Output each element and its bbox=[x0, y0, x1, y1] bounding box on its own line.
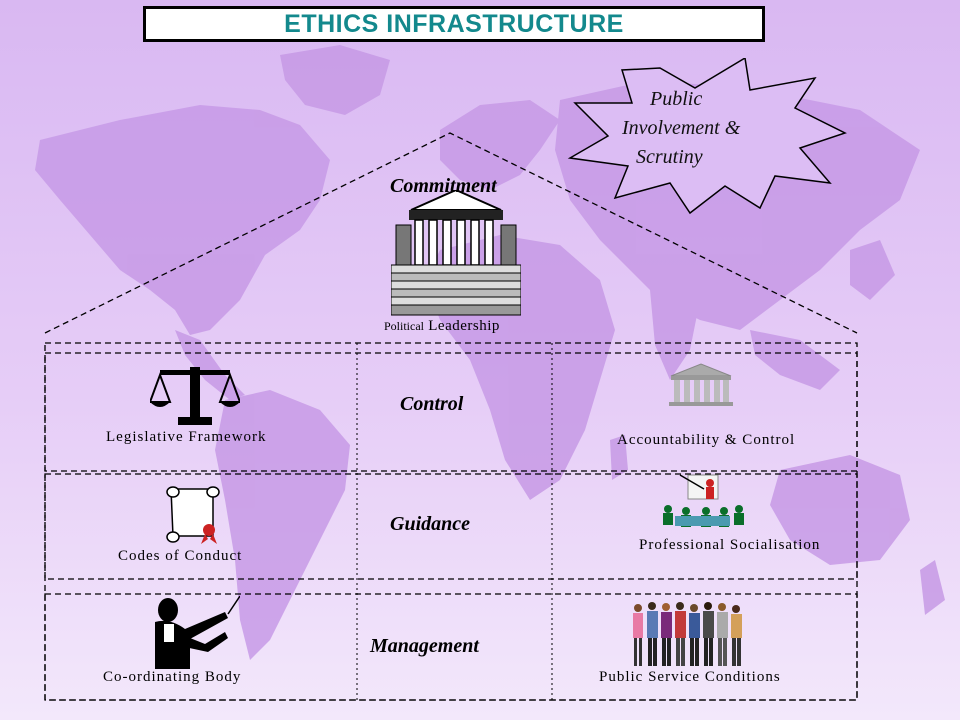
row-3-left-label: Co-ordinating Body bbox=[103, 669, 242, 685]
row-3-right-label: Public Service Conditions bbox=[599, 669, 781, 685]
row-1-right-label: Accountability & Control bbox=[617, 432, 796, 448]
slide-title: ETHICS INFRASTRUCTURE bbox=[284, 9, 624, 38]
category-management: Management bbox=[370, 635, 479, 657]
roof-label-prefix: Political bbox=[384, 319, 424, 333]
roof-label-main: Leadership bbox=[428, 318, 500, 334]
presenter-audience-icon bbox=[663, 474, 744, 527]
title-box: ETHICS INFRASTRUCTURE bbox=[143, 6, 765, 42]
scales-of-justice-icon bbox=[150, 367, 240, 425]
roof-label: Political Leadership bbox=[384, 318, 500, 335]
category-guidance: Guidance bbox=[390, 513, 470, 535]
burst-line-3: Scrutiny bbox=[636, 146, 703, 168]
row-2-box bbox=[44, 473, 858, 580]
roof-line bbox=[44, 132, 858, 334]
category-control: Control bbox=[400, 393, 464, 415]
category-commitment: Commitment bbox=[390, 175, 497, 197]
scroll-with-seal-icon bbox=[166, 486, 220, 544]
burst-shape bbox=[567, 58, 847, 215]
burst-line-2: Involvement & bbox=[622, 117, 741, 139]
columned-building-icon bbox=[669, 363, 733, 406]
row-1-box bbox=[44, 352, 858, 472]
row-1-left-label: Legislative Framework bbox=[106, 429, 267, 445]
conductor-icon bbox=[155, 595, 240, 669]
group-of-people-icon bbox=[633, 602, 742, 666]
row-2-right-label: Professional Socialisation bbox=[639, 537, 821, 553]
row-2-left-label: Codes of Conduct bbox=[118, 548, 243, 564]
courthouse-icon bbox=[391, 190, 521, 316]
burst-line-1: Public bbox=[650, 88, 703, 110]
row-3-box bbox=[44, 593, 858, 701]
